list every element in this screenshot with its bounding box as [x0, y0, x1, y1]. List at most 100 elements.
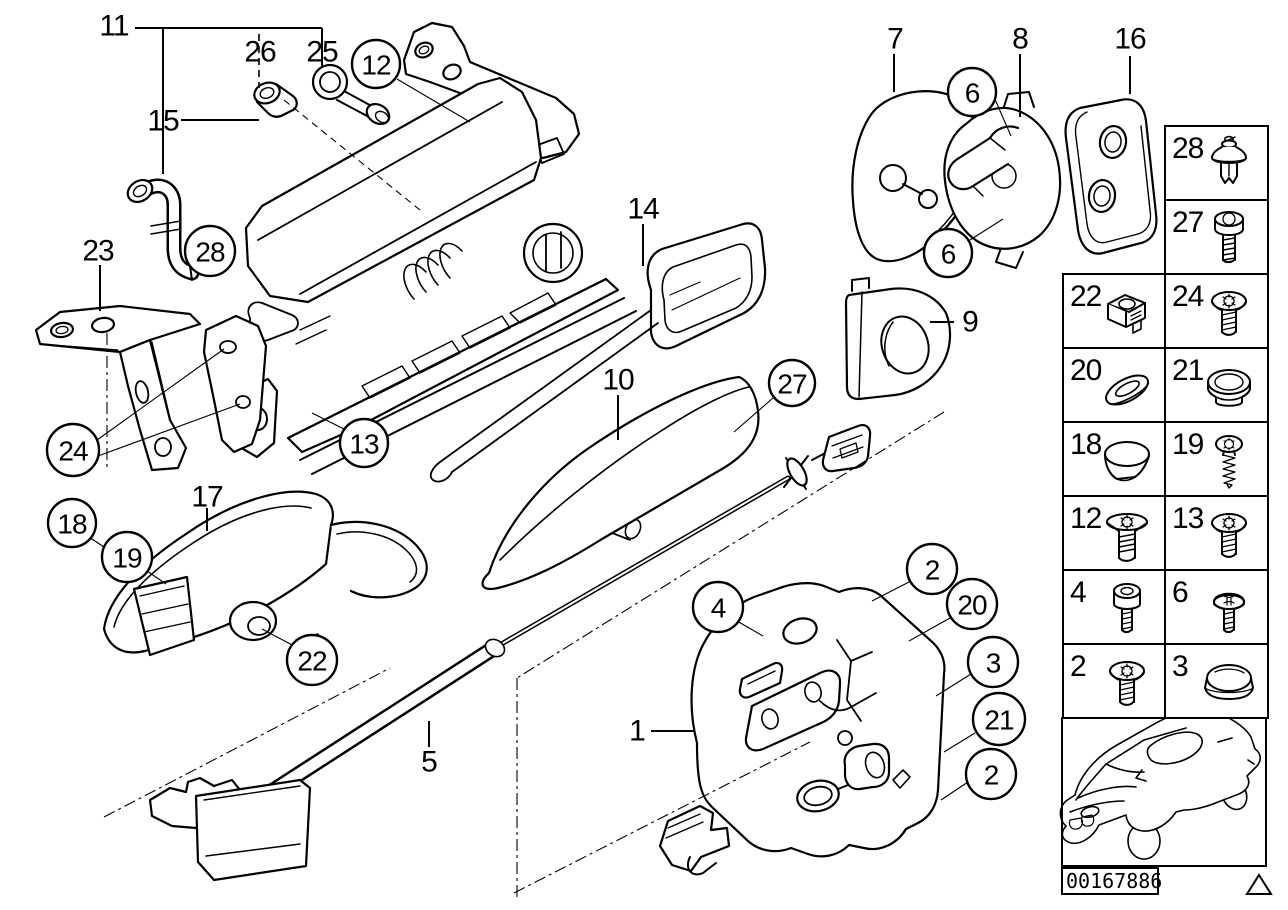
legend-cell-27: 27 — [1164, 199, 1269, 275]
legend-cell-number: 21 — [1172, 354, 1204, 387]
callout-label-23: 23 — [82, 235, 114, 268]
round-plug-icon — [1207, 369, 1251, 407]
legend-cell-border — [1062, 643, 1166, 719]
legend-cell-28: 28 — [1164, 125, 1269, 201]
callout-number: 18 — [57, 509, 87, 540]
flat-head-screw-icon — [1106, 513, 1148, 562]
legend-cell-24: 24 — [1164, 273, 1269, 349]
callout-number: 27 — [777, 369, 807, 400]
document-number: 00167886 — [1066, 869, 1162, 893]
car-box — [1061, 717, 1267, 867]
callout-circle-6: 6 — [946, 66, 998, 118]
legend-cell-20: 20 — [1062, 347, 1166, 423]
callout-number: 4 — [711, 593, 726, 624]
legend-cell-6: 6 — [1164, 569, 1269, 645]
legend-cell-21: 21 — [1164, 347, 1269, 423]
legend-cell-border — [1062, 495, 1166, 571]
part-11-handle-mechanism-drawing — [202, 21, 637, 475]
legend-cell-border — [1164, 421, 1269, 497]
callout-number: 22 — [297, 646, 327, 677]
leader-line — [311, 412, 347, 431]
callout-circle-19: 19 — [100, 530, 154, 584]
leader-line — [396, 78, 471, 123]
callout-label-15: 15 — [147, 105, 179, 138]
callout-number: 3 — [986, 648, 1001, 679]
legend-cell-border — [1164, 125, 1269, 201]
legend-cell-19: 19 — [1164, 421, 1269, 497]
callout-label-16: 16 — [1114, 23, 1146, 56]
leader-line — [736, 620, 764, 637]
callout-number: 21 — [984, 705, 1014, 736]
car-thumbnail — [1059, 709, 1261, 860]
callout-ring — [183, 224, 237, 278]
callout-circle-20: 20 — [945, 577, 999, 631]
blanking-plug-icon — [1204, 664, 1254, 700]
legend-cell-number: 22 — [1070, 280, 1102, 313]
callout-number: 24 — [58, 436, 88, 467]
part-23-bracket-drawing — [34, 304, 202, 472]
callout-ring — [905, 542, 959, 596]
callout-number: 19 — [112, 543, 142, 574]
oval-grommet-icon — [1105, 374, 1150, 406]
callout-label-26: 26 — [244, 36, 276, 69]
callout-label-9: 9 — [962, 306, 978, 339]
socket-head-screw-icon — [1113, 583, 1141, 634]
callout-label-14: 14 — [627, 193, 659, 226]
part-17-carrier-drawing — [102, 490, 428, 657]
callout-label-5: 5 — [421, 746, 437, 779]
callout-circle-2: 2 — [905, 542, 959, 596]
callout-ring — [285, 633, 339, 687]
callout-number: 6 — [941, 239, 956, 270]
callout-number: 6 — [965, 78, 980, 109]
callout-ring — [691, 580, 745, 634]
callout-label-1: 1 — [629, 715, 645, 748]
callout-label-8: 8 — [1012, 23, 1028, 56]
callout-circle-2: 2 — [964, 747, 1018, 801]
callout-label-7: 7 — [887, 23, 903, 56]
legend-cell-number: 3 — [1172, 650, 1188, 683]
legend-cell-3: 3 — [1164, 643, 1269, 719]
legend-cell-number: 18 — [1070, 428, 1102, 461]
part-10-outer-handle-drawing — [481, 375, 760, 591]
part-26-bushing-drawing — [253, 81, 298, 118]
warning-triangle-icon — [1245, 873, 1273, 895]
callout-circle-22: 22 — [285, 633, 339, 687]
document-number-box — [1061, 867, 1159, 895]
legend-cell-12: 12 — [1062, 495, 1166, 571]
callout-number: 13 — [349, 429, 379, 460]
legend-cell-number: 19 — [1172, 428, 1204, 461]
leader-line — [969, 218, 1004, 241]
legend-cell-number: 20 — [1070, 354, 1102, 387]
legend-cell-number: 24 — [1172, 280, 1204, 313]
callout-circle-4: 4 — [691, 580, 745, 634]
legend-cell-number: 27 — [1172, 206, 1204, 239]
callout-ring — [45, 422, 101, 478]
legend-cell-border — [1164, 495, 1269, 571]
callout-number: 28 — [195, 237, 225, 268]
legend-cell-number: 12 — [1070, 502, 1102, 535]
legend-cell-number: 4 — [1070, 576, 1086, 609]
callout-ring — [964, 747, 1018, 801]
callout-circle-3: 3 — [966, 635, 1020, 689]
clamp-nut-icon — [1107, 294, 1146, 334]
torx-screw-icon — [1211, 291, 1247, 336]
callout-number: 2 — [925, 555, 940, 586]
callout-number: 2 — [984, 760, 999, 791]
callout-ring — [971, 691, 1027, 747]
legend-cell-number: 2 — [1070, 650, 1086, 683]
expansion-rivet-icon — [1211, 135, 1247, 184]
leader-line — [103, 667, 391, 818]
callout-circle-24: 24 — [45, 422, 101, 478]
part-25-eyelet-drawing — [311, 63, 391, 126]
callout-label-11: 11 — [99, 10, 128, 43]
callout-ring — [767, 358, 817, 408]
callout-circle-28: 28 — [183, 224, 237, 278]
legend-cell-border — [1062, 569, 1166, 645]
callout-number: 12 — [361, 50, 391, 81]
legend-cell-22: 22 — [1062, 273, 1166, 349]
part-5-rod-drawing — [148, 424, 872, 882]
callout-ring — [922, 227, 974, 279]
leader-line — [908, 617, 951, 642]
legend-cell-4: 4 — [1062, 569, 1166, 645]
